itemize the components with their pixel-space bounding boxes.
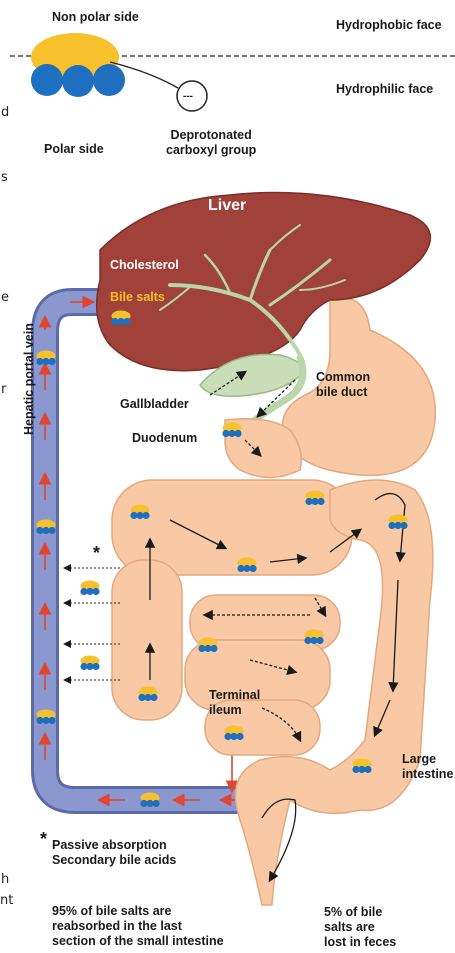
duodenum-label: Duodenum [132,431,197,446]
clipped-text-fragment: h [1,872,9,887]
oh-group-label: HO [40,100,55,115]
polar-head [31,64,63,96]
passive-absorption-note: Passive absorption Secondary bile acids [52,838,176,868]
polar-head [62,65,94,97]
oh-group-label: HO [71,101,86,116]
polar-head [93,64,125,96]
deprotonated-carboxyl-label: Deprotonated carboxyl group [166,128,256,158]
nonpolar-side-label: Non polar side [52,10,139,25]
clipped-text-fragment: d [1,105,9,120]
asterisk-mark: * [93,546,100,561]
bile-salts-label: Bile salts [110,290,165,305]
large-intestine-label: Large intestine [402,752,453,782]
hepatic-portal-vein-label: Hepatic portal vein [22,323,37,435]
gallbladder-label: Gallbladder [120,397,189,412]
reabsorption-note: 95% of bile salts are reabsorbed in the … [52,904,224,949]
cholesterol-label: Cholesterol [110,258,179,273]
fecal-loss-note: 5% of bile salts are lost in feces [324,905,396,950]
bile-salt-molecule [10,33,455,111]
negative-charge-label: --- [183,89,193,104]
clipped-text-fragment: e [1,290,9,305]
asterisk-note-mark: * [40,832,47,847]
oh-group-label: HO [102,100,117,115]
clipped-text-fragment: nt [0,893,13,908]
clipped-text-fragment: r [1,382,6,397]
common-bile-duct-label: Common bile duct [316,370,370,400]
liver-label: Liver [208,196,246,215]
hydrophilic-face-label: Hydrophilic face [336,82,433,97]
clipped-text-fragment: s [1,170,8,185]
terminal-ileum-label: Terminal ileum [209,688,260,718]
hydrophobic-face-label: Hydrophobic face [336,18,442,33]
polar-side-label: Polar side [44,142,104,157]
